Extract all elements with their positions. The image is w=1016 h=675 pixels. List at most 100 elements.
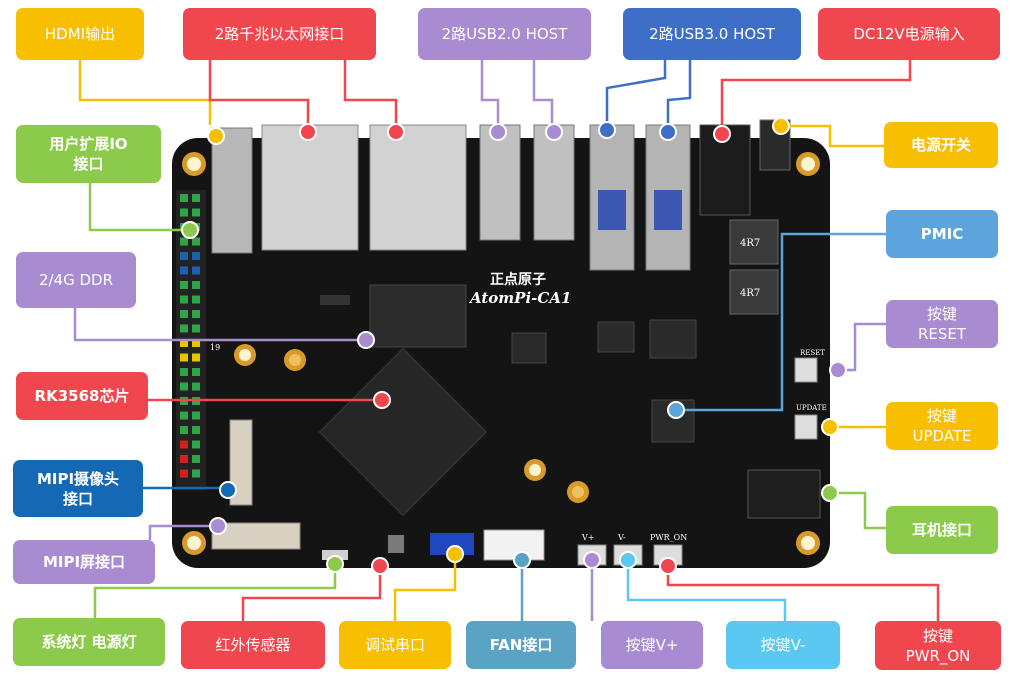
leader-update-dot [821, 418, 839, 436]
ir-sensor [388, 535, 404, 553]
gpio-pin [192, 295, 200, 304]
gpio-pin [180, 208, 188, 217]
leader-ddr [73, 308, 366, 342]
gpio-pin [180, 310, 188, 318]
leader-pwr-on-dot [659, 557, 677, 575]
gpio-pin [192, 426, 200, 434]
leader-user-io-dot [181, 221, 199, 239]
gpio-pin [180, 411, 188, 420]
leader-usb3-2-dot [659, 123, 677, 141]
label-power-switch: 电源开关 [884, 122, 998, 168]
board-brand: 正点原子 [490, 271, 546, 288]
ethernet-port-1 [261, 124, 359, 251]
gpio-pin [192, 368, 200, 376]
leader-power-switch [783, 124, 884, 148]
label-mipi-camera: MIPI摄像头 接口 [13, 460, 143, 517]
gpio-pin [180, 194, 188, 202]
gpio-pin [192, 469, 200, 478]
leader-ddr-dot [357, 331, 375, 349]
gpio-pin [180, 295, 188, 304]
silk-pwr-on: PWR_ON [650, 533, 687, 542]
rk3568-chip [318, 347, 488, 517]
silk-reset: RESET [800, 349, 825, 357]
gpio-pin [192, 266, 200, 275]
leader-usb2-1-dot [489, 123, 507, 141]
gpio-pin [192, 252, 200, 260]
mipi-camera-fpc [229, 419, 253, 506]
leader-eth-1-dot [299, 123, 317, 141]
label-usb2-host: 2路USB2.0 HOST [418, 8, 591, 60]
gpio-pin [180, 469, 188, 478]
leader-power-switch-dot [772, 117, 790, 135]
gpio-pin [192, 382, 200, 391]
leader-lines [73, 60, 940, 621]
label-earphone: 耳机接口 [886, 506, 998, 554]
leader-mipi-screen-dot [209, 517, 227, 535]
inductor-1 [729, 219, 779, 265]
gpio-pin [180, 426, 188, 434]
label-fan: FAN接口 [466, 621, 576, 669]
label-pmic: PMIC [886, 210, 998, 258]
gpio-pin [180, 266, 188, 275]
leader-fan-dot [513, 551, 531, 569]
label-rk3568: RK3568芯片 [16, 372, 148, 420]
leader-mipi-screen [148, 524, 218, 540]
leader-vplus-dot [583, 551, 601, 569]
leader-usb3-2 [666, 60, 692, 125]
gpio-pin [180, 353, 188, 362]
leader-pmic-dot [667, 401, 685, 419]
leader-user-io [88, 183, 190, 232]
leader-pwr-on [666, 566, 940, 621]
label-ethernet: 2路千兆以太网接口 [183, 8, 376, 60]
label-hdmi-output: HDMI输出 [16, 8, 144, 60]
gpio-pin [192, 281, 200, 289]
leader-usb2-2-dot [545, 123, 563, 141]
gpio-pin [180, 281, 188, 289]
label-button-vplus: 按键V+ [601, 621, 703, 669]
leader-earphone [830, 491, 886, 530]
ethernet-port-2 [369, 124, 467, 251]
label-ir-sensor: 红外传感器 [181, 621, 325, 669]
leader-rk3568-dot [373, 391, 391, 409]
leader-vminus-dot [619, 551, 637, 569]
label-update-button: 按键 UPDATE [886, 402, 998, 450]
gpio-pin [192, 237, 200, 246]
silk-vminus: V- [617, 533, 626, 542]
label-dc12v-input: DC12V电源输入 [818, 8, 1000, 60]
silk-inductor-2: 4R7 [740, 288, 760, 299]
label-ddr: 2/4G DDR [16, 252, 136, 308]
gpio-pin [192, 310, 200, 318]
gpio-pin [192, 324, 200, 333]
gpio-pin [192, 411, 200, 420]
inductor-2 [729, 269, 779, 315]
label-debug-uart: 调试串口 [339, 621, 451, 669]
leader-dc-dot [713, 125, 731, 143]
leader-hdmi [78, 60, 212, 125]
label-button-vminus: 按键V- [726, 621, 840, 669]
silk-pin: 19 [210, 343, 220, 352]
leader-ir [241, 568, 382, 621]
leader-usb3-1 [605, 60, 667, 125]
ddr-chip [369, 284, 467, 348]
leader-leds-dot [326, 555, 344, 573]
leader-hdmi-dot [207, 127, 225, 145]
hdmi-connector [211, 127, 253, 254]
fan-connector [483, 529, 545, 561]
gpio-pin [192, 353, 200, 362]
board-model: AtomPi-CA1 [468, 289, 571, 307]
leader-mipi-camera-dot [219, 481, 237, 499]
gpio-pin [192, 440, 200, 449]
mounting-holes [182, 152, 820, 555]
gpio-pin [180, 339, 188, 347]
label-leds: 系统灯 电源灯 [13, 618, 165, 666]
leader-ir-dot [371, 557, 389, 575]
leader-usb2-1 [480, 60, 500, 125]
leader-dc [720, 60, 912, 128]
gpio-pin [180, 440, 188, 449]
leader-reset [838, 322, 886, 372]
gpio-pin [180, 455, 188, 463]
usb2-port-2 [533, 124, 575, 241]
gpio-pin [180, 237, 188, 246]
leader-debug-dot [446, 545, 464, 563]
